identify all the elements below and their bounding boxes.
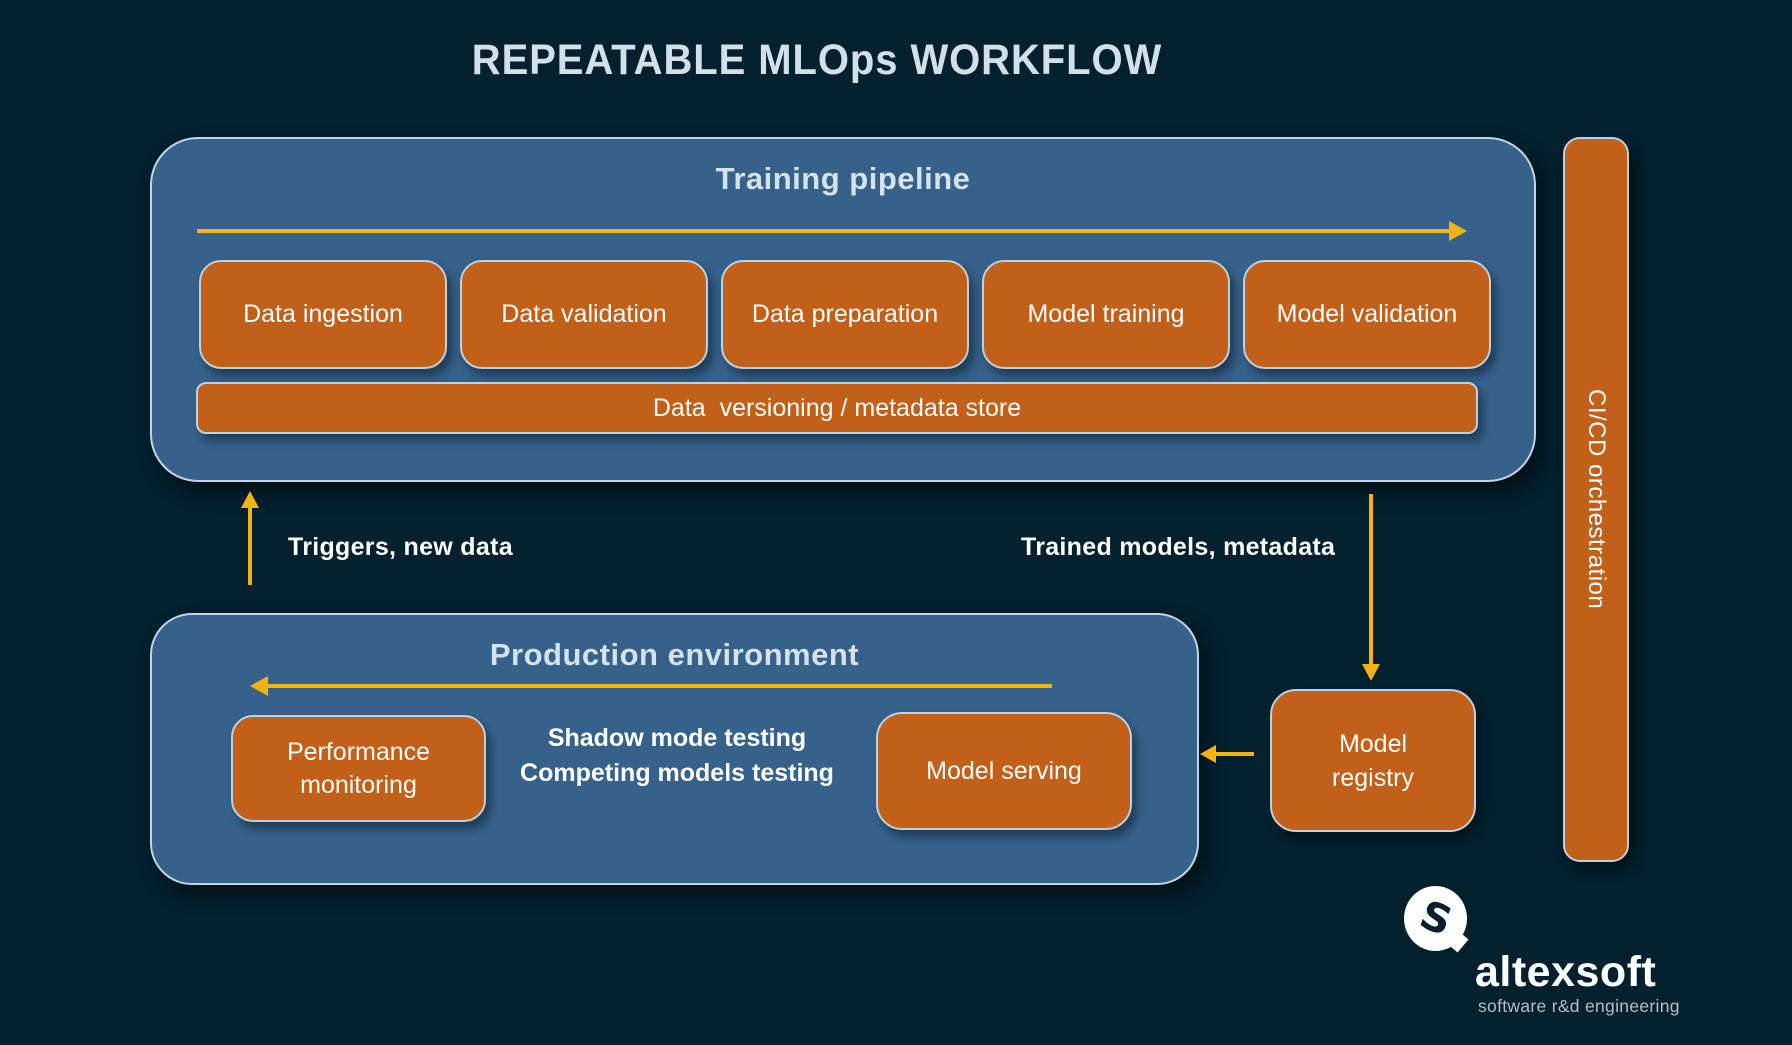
arrow-head xyxy=(241,491,259,508)
training-pipeline-title: Training pipeline xyxy=(715,161,971,196)
model-registry-box: Model registry xyxy=(1270,689,1476,832)
cicd-orchestration-bar: CI/CD orchestration xyxy=(1563,137,1629,862)
stage-label: Data validation xyxy=(501,300,667,328)
stage-box-data-validation: Data validation xyxy=(460,260,708,369)
data-versioning-store-bar: Data versioning / metadata store xyxy=(196,382,1478,434)
stage-label: Data ingestion xyxy=(243,300,403,328)
stage-box-model-training: Model training xyxy=(982,260,1230,369)
stage-label: Model validation xyxy=(1276,300,1458,328)
testing-note: Shadow mode testing Competing models tes… xyxy=(462,721,892,791)
arrow-head xyxy=(1449,221,1467,241)
stage-label: Model training xyxy=(1027,300,1185,328)
triggers-label: Triggers, new data xyxy=(288,533,513,561)
altexsoft-logo-icon: S xyxy=(1404,886,1469,953)
arrow-shaft xyxy=(266,684,1052,688)
arrow-shaft xyxy=(1369,494,1373,666)
testing-note-line: Competing models testing xyxy=(520,759,834,787)
stage-label: Data preparation xyxy=(751,300,939,328)
performance-monitoring-box: Performance monitoring xyxy=(231,715,486,822)
altexsoft-wordmark: altexsoft xyxy=(1475,948,1657,996)
production-environment-title: Production environment xyxy=(489,637,860,672)
arrow-shaft xyxy=(1216,752,1254,756)
stage-box-data-ingestion: Data ingestion xyxy=(199,260,447,369)
production-environment-panel: Production environment Performance monit… xyxy=(150,613,1199,885)
model-serving-box: Model serving xyxy=(876,712,1132,830)
arrow-shaft xyxy=(197,229,1449,233)
arrow-shaft xyxy=(248,507,252,585)
arrow-head xyxy=(250,676,268,696)
page-title: REPEATABLE MLOps WORKFLOW xyxy=(471,36,1163,84)
testing-note-line: Shadow mode testing xyxy=(547,724,807,752)
stage-box-data-preparation: Data preparation xyxy=(721,260,969,369)
model-registry-label: Model registry xyxy=(1332,729,1414,792)
data-versioning-store-label: Data versioning / metadata store xyxy=(652,393,1022,422)
trained-models-label: Trained models, metadata xyxy=(1021,533,1336,561)
cicd-orchestration-label: CI/CD orchestration xyxy=(1583,389,1610,610)
model-serving-label: Model serving xyxy=(926,756,1082,785)
stage-box-model-validation: Model validation xyxy=(1243,260,1491,369)
logo-glyph: S xyxy=(1413,891,1459,946)
altexsoft-tagline: software r&d engineering xyxy=(1478,996,1680,1016)
arrow-head xyxy=(1200,745,1216,763)
logo-circle: S xyxy=(1404,886,1467,951)
performance-monitoring-label: Performance monitoring xyxy=(286,737,431,799)
training-pipeline-panel: Training pipeline Data ingestion Data va… xyxy=(150,137,1536,482)
training-stage-row: Data ingestion Data validation Data prep… xyxy=(199,260,1491,369)
arrow-head xyxy=(1362,664,1380,681)
